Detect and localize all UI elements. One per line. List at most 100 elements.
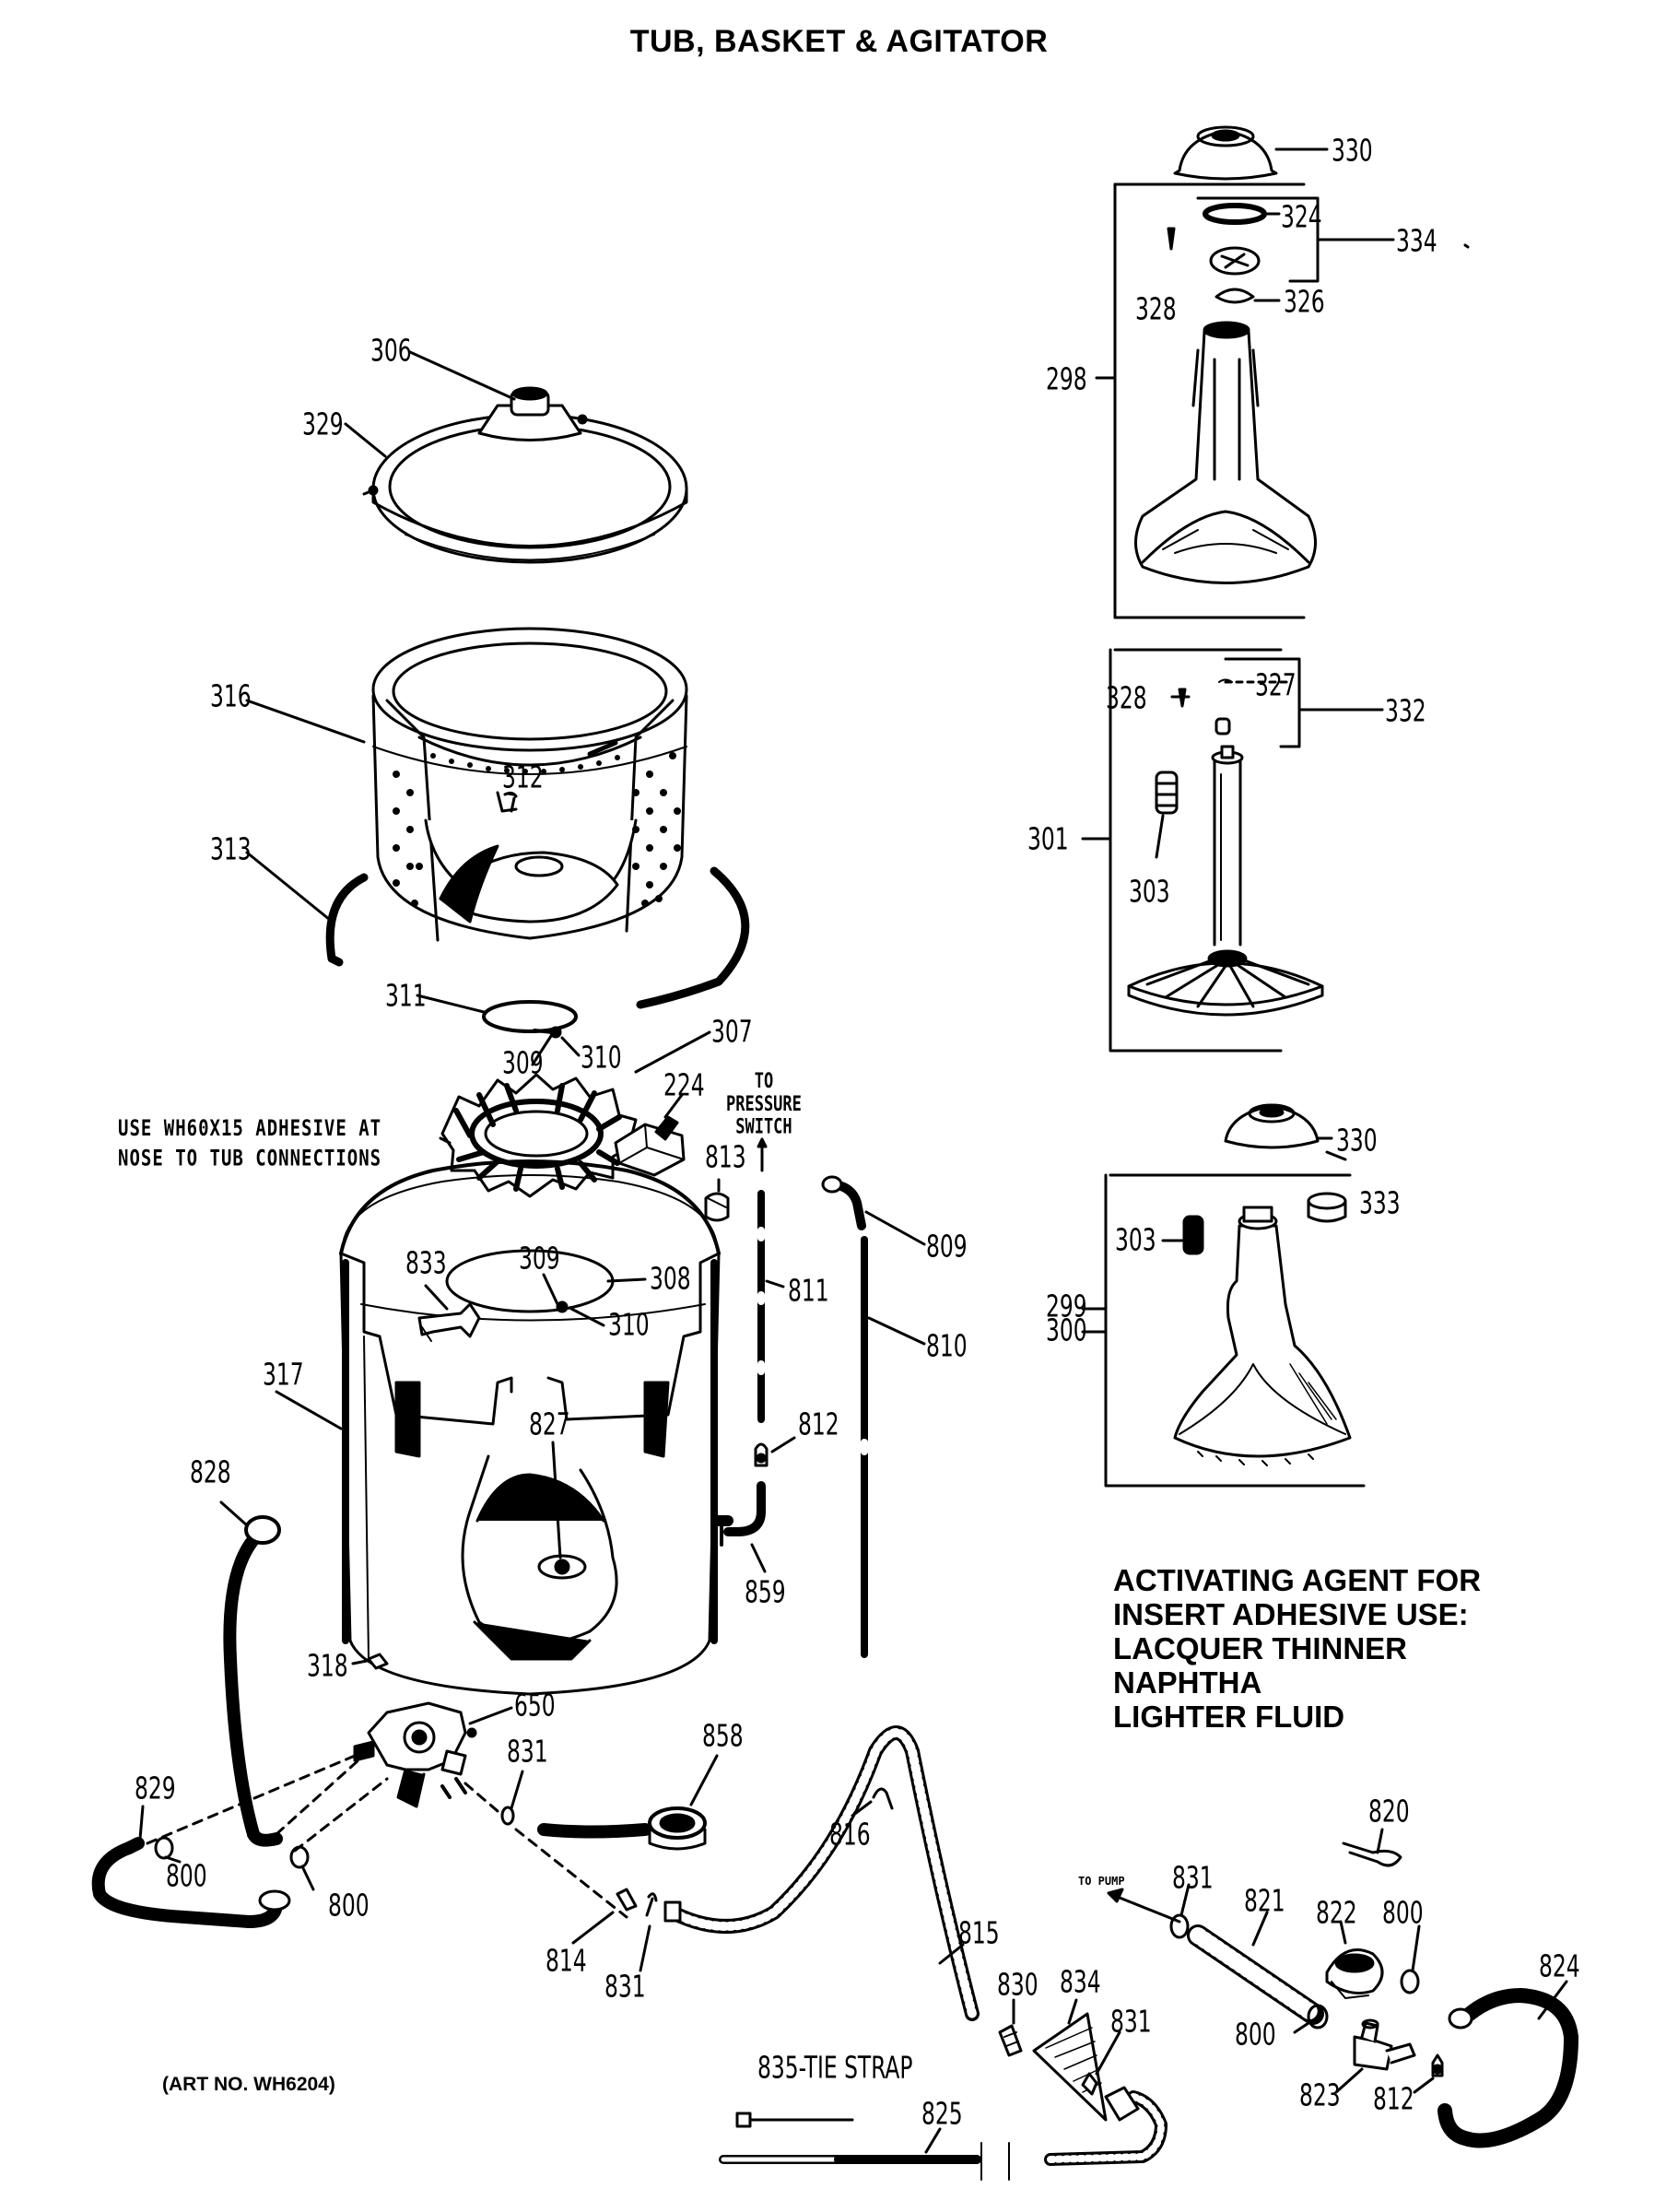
clamp-831a <box>500 1806 515 1826</box>
leader-310a <box>560 1036 581 1057</box>
pump-650 <box>353 1701 477 1808</box>
leader-310b <box>569 1307 605 1327</box>
clamp-800a <box>154 1836 174 1860</box>
agitator-bracket-299 <box>1081 1173 1366 1488</box>
leader-308 <box>606 1277 647 1283</box>
leader-834 <box>1067 1998 1078 2025</box>
hose-809-810 <box>821 1175 868 1658</box>
coupler-830 <box>998 2024 1023 2057</box>
leader-328a <box>1156 218 1163 229</box>
part-label-815: 815 <box>958 1916 1000 1951</box>
leader-318 <box>351 1659 369 1665</box>
agent-note-line-2: INSERT ADHESIVE USE: <box>1113 1597 1469 1631</box>
part-label-317: 317 <box>263 1358 304 1393</box>
part-label-800-b: 800 <box>328 1888 370 1924</box>
leader-650 <box>468 1706 513 1725</box>
part-label-824: 824 <box>1539 1949 1580 1984</box>
leader-306 <box>408 350 516 401</box>
dash-pump-831 <box>464 1782 499 1813</box>
clamp-800c <box>1307 2004 1329 2030</box>
part-label-820: 820 <box>1368 1794 1410 1830</box>
basket-316 <box>371 627 688 942</box>
seal-ring-324 <box>1203 203 1281 225</box>
connector-812b <box>1431 2053 1444 2077</box>
part-label-327: 327 <box>1255 668 1297 703</box>
dash-831-814 <box>514 1828 628 1919</box>
leader-811 <box>765 1279 785 1288</box>
leader-330b <box>1325 1150 1347 1161</box>
leader-224 <box>663 1093 684 1119</box>
part-label-830: 830 <box>997 1968 1038 2003</box>
part-label-303-b: 303 <box>1115 1223 1156 1258</box>
bolt-303-b <box>1161 1215 1204 1255</box>
agent-note-line-5: LIGHTER FLUID <box>1113 1700 1345 1734</box>
art-number: (ART NO. WH6204) <box>162 2074 335 2095</box>
adhesive-note: USE WH60X15 ADHESIVE AT NOSE TO TUB CONN… <box>118 1113 381 1173</box>
connector-814 <box>616 1888 638 1912</box>
part-label-825: 825 <box>921 2097 963 2132</box>
filter-834 <box>1032 2012 1108 2122</box>
cap-333 <box>1307 1192 1347 1223</box>
agitator-barrel-298 <box>1134 321 1317 584</box>
nose-833 <box>417 1302 481 1342</box>
leader-800a <box>164 1855 182 1864</box>
agitator-dog-334 <box>1209 246 1261 276</box>
part-label-823: 823 <box>1299 2078 1341 2113</box>
mark-dot <box>1463 243 1470 249</box>
dash-800-pump <box>293 1777 389 1853</box>
clamp-800b <box>289 1845 310 1869</box>
part-label-859: 859 <box>745 1575 786 1610</box>
leader-309b <box>542 1273 559 1306</box>
clamp-831c <box>645 1892 658 1917</box>
agitator-cap-330-top <box>1173 125 1278 181</box>
to-pump-line <box>1109 1892 1181 1924</box>
basket-perforations <box>393 752 681 907</box>
leader-812b <box>1413 2077 1435 2094</box>
clamp-831b <box>1169 1913 1190 1939</box>
part-label-800: 800 <box>166 1859 207 1894</box>
agent-note-line-3: LACQUER THINNER <box>1113 1631 1407 1665</box>
tie-strap-835 <box>735 2112 854 2128</box>
part-label-309-b: 309 <box>519 1241 560 1277</box>
part-label-310-b: 310 <box>608 1308 650 1343</box>
leader-831c <box>639 1924 651 1972</box>
clamp-831d <box>1081 2072 1098 2096</box>
leader-858 <box>689 1754 719 1806</box>
tub-cover-329 <box>362 386 688 564</box>
part-label-816: 816 <box>829 1818 871 1853</box>
agitator-cap-330-lower <box>1224 1103 1333 1149</box>
leader-822 <box>1339 1920 1347 1945</box>
leader-823 <box>1334 2067 1364 2094</box>
leader-312 <box>510 796 516 813</box>
part-label-831-c: 831 <box>604 1970 646 2005</box>
leader-812a <box>770 1436 796 1453</box>
leader-816 <box>851 1800 873 1818</box>
leader-831b <box>1179 1883 1191 1917</box>
part-label-332: 332 <box>1385 694 1426 729</box>
part-label-330: 330 <box>1332 134 1373 169</box>
part-label-334: 334 <box>1396 224 1437 259</box>
leader-833 <box>424 1284 449 1311</box>
part-label-326: 326 <box>1284 285 1325 320</box>
part-label-330-b: 330 <box>1336 1124 1378 1159</box>
clip-318 <box>367 1653 389 1670</box>
part-label-800-d: 800 <box>1235 2018 1276 2053</box>
tee-823 <box>1353 2018 1416 2071</box>
hose-824 <box>1437 1988 1578 2148</box>
part-label-311: 311 <box>385 979 427 1014</box>
ring-313 <box>325 866 750 1009</box>
part-label-329: 329 <box>302 407 344 442</box>
part-label-833: 833 <box>405 1246 447 1281</box>
plug-813 <box>704 1192 730 1222</box>
leader-309a <box>531 1034 553 1066</box>
part-label-650: 650 <box>514 1688 556 1724</box>
agitator-bracket-298 <box>1095 182 1395 619</box>
hose-815 <box>663 1725 980 2021</box>
leader-311 <box>416 994 486 1014</box>
ring-311 <box>482 1000 578 1039</box>
part-label-312: 312 <box>502 760 544 795</box>
leader-800d <box>1411 1924 1421 1972</box>
leader-307 <box>634 1030 711 1074</box>
part-label-813: 813 <box>705 1140 746 1175</box>
